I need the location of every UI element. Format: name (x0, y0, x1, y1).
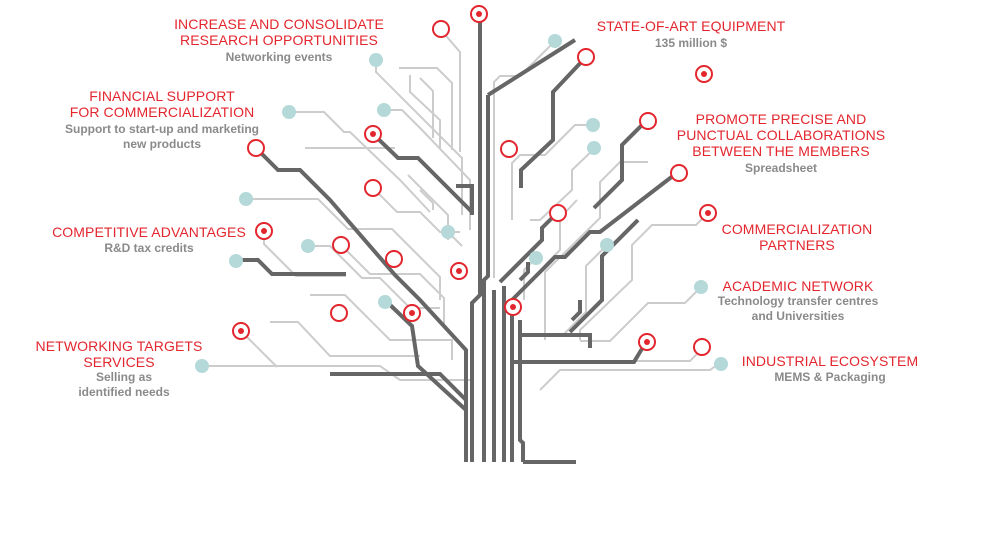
label-competitive-sub: R&D tax credits (104, 241, 194, 255)
target-node (470, 5, 488, 23)
label-collaborations-sub: Spreadsheet (744, 161, 818, 175)
label-industrial-sub: MEMS & Packaging (774, 370, 886, 384)
label-financial-sub-2: new products (122, 137, 201, 151)
label-financial-sub-1: Support to start-up and marketing (64, 122, 259, 136)
label-industrial-title: INDUSTRIAL ECOSYSTEM (741, 353, 919, 369)
target-node (364, 125, 382, 143)
dark-branches (236, 15, 680, 464)
label-research-title-2: RESEARCH OPPORTUNITIES (180, 32, 378, 48)
target-node (695, 65, 713, 83)
label-collaborations-title-2: PUNCTUAL COLLABORATIONS (676, 127, 886, 143)
target-node (638, 333, 656, 351)
label-academic: ACADEMIC NETWORK Technology transfer cen… (700, 278, 896, 324)
target-node (255, 222, 273, 240)
label-equipment-sub: 135 million $ (654, 36, 728, 50)
target-node (232, 322, 250, 340)
label-competitive-title: COMPETITIVE ADVANTAGES (52, 224, 246, 240)
target-node (699, 204, 717, 222)
label-networking-title-1: NETWORKING TARGETS (35, 338, 203, 354)
label-partners-title-1: COMMERCIALIZATION (721, 221, 873, 237)
label-competitive: COMPETITIVE ADVANTAGES R&D tax credits (44, 224, 254, 256)
label-academic-sub-2: and Universities (751, 309, 845, 323)
end-nodes (195, 34, 728, 373)
label-networking: NETWORKING TARGETS SERVICES Selling as i… (28, 338, 210, 400)
label-collaborations-title-3: BETWEEN THE MEMBERS (692, 143, 870, 159)
label-academic-title: ACADEMIC NETWORK (722, 278, 874, 294)
label-financial-title-2: FOR COMMERCIALIZATION (69, 104, 255, 120)
label-partners: COMMERCIALIZATION PARTNERS (714, 221, 880, 253)
red-target-nodes (232, 5, 717, 351)
label-financial-title-1: FINANCIAL SUPPORT (89, 88, 235, 104)
label-networking-sub-1: Selling as (95, 370, 153, 384)
label-financial: FINANCIAL SUPPORT FOR COMMERCIALIZATION … (52, 88, 272, 152)
target-node (403, 304, 421, 322)
target-node (504, 298, 522, 316)
label-collaborations: PROMOTE PRECISE AND PUNCTUAL COLLABORATI… (668, 111, 894, 176)
label-research: INCREASE AND CONSOLIDATE RESEARCH OPPORT… (166, 16, 392, 65)
label-research-sub: Networking events (225, 50, 333, 64)
target-node (450, 262, 468, 280)
label-equipment-title: STATE-OF-ART EQUIPMENT (596, 18, 786, 34)
label-industrial: INDUSTRIAL ECOSYSTEM MEMS & Packaging (740, 353, 920, 385)
label-networking-title-2: SERVICES (83, 354, 155, 370)
label-research-title-1: INCREASE AND CONSOLIDATE (174, 16, 384, 32)
label-academic-sub-1: Technology transfer centres (717, 294, 879, 308)
label-partners-title-2: PARTNERS (759, 237, 835, 253)
label-equipment: STATE-OF-ART EQUIPMENT 135 million $ (586, 18, 796, 51)
label-collaborations-title-1: PROMOTE PRECISE AND (695, 111, 867, 127)
red-ring-nodes (247, 20, 711, 356)
label-networking-sub-2: identified needs (78, 385, 170, 399)
